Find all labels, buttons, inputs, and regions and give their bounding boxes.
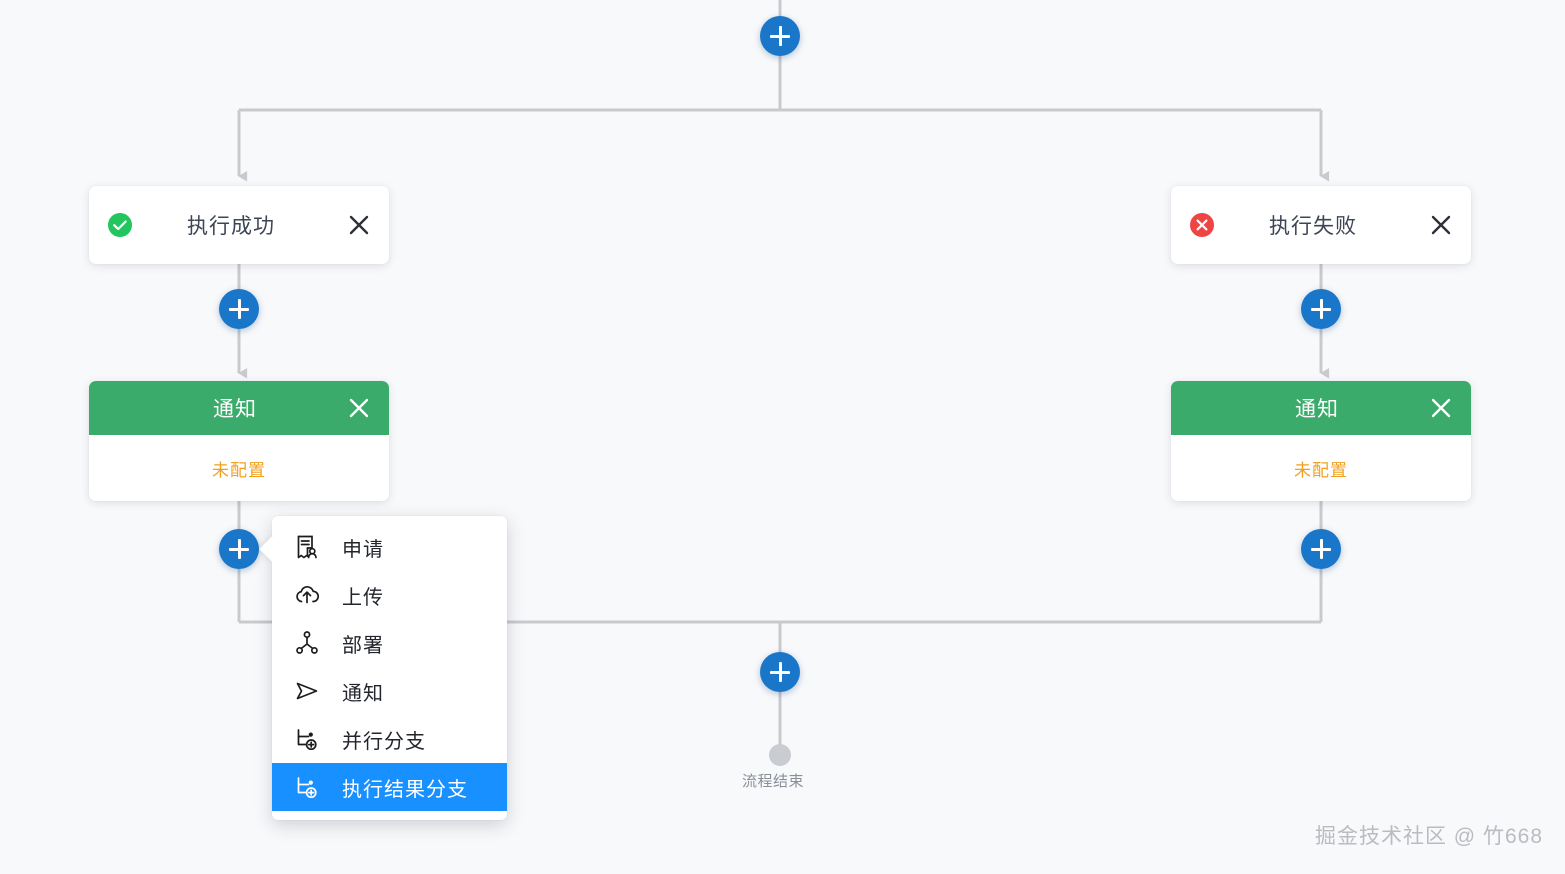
parallel-branch-icon [294,726,320,752]
menu-item-label: 并行分支 [342,730,426,753]
node-body: 未配置 [89,435,389,501]
menu-item-label: 执行结果分支 [342,778,468,801]
menu-item-parallel-branch[interactable]: 并行分支 [272,715,507,763]
node-header: 通知 [1171,381,1471,435]
menu-item-label: 部署 [342,634,384,657]
check-circle-icon [107,212,133,238]
close-icon[interactable] [337,386,381,430]
node-title: 通知 [1295,398,1339,421]
error-circle-icon [1189,212,1215,238]
node-execution-failure[interactable]: 执行失败 [1171,186,1471,264]
node-title: 通知 [213,398,257,421]
status-badge: 未配置 [212,460,266,480]
cloud-upload-icon [294,582,320,608]
node-notify-left[interactable]: 通知 未配置 [89,381,389,501]
add-node-left-upper-button[interactable] [219,289,259,329]
menu-item-result-branch[interactable]: 执行结果分支 [272,763,507,811]
node-notify-right[interactable]: 通知 未配置 [1171,381,1471,501]
node-execution-success[interactable]: 执行成功 [89,186,389,264]
node-title: 执行成功 [187,215,275,238]
menu-item-deploy[interactable]: 部署 [272,619,507,667]
end-node-label: 流程结束 [742,773,805,790]
add-node-right-lower-button[interactable] [1301,529,1341,569]
node-body: 未配置 [1171,435,1471,501]
watermark-text: 掘金技术社区 @ 竹668 [1314,825,1543,848]
add-node-top-button[interactable] [760,16,800,56]
menu-item-notify[interactable]: 通知 [272,667,507,715]
menu-item-apply[interactable]: 申请 [272,523,507,571]
node-header: 通知 [89,381,389,435]
document-person-icon [294,534,320,560]
menu-item-label: 申请 [342,538,384,561]
node-title: 执行失败 [1269,215,1357,238]
send-plane-icon [294,678,320,704]
menu-item-label: 上传 [342,586,384,609]
add-node-bottom-button[interactable] [760,652,800,692]
add-node-left-lower-button[interactable] [219,529,259,569]
result-branch-icon [294,774,320,800]
close-icon[interactable] [1419,386,1463,430]
add-node-menu[interactable]: 申请 上传 部署 [259,516,507,820]
close-icon[interactable] [1419,203,1463,247]
deploy-network-icon [294,630,320,656]
end-node-dot [769,744,791,766]
add-node-right-upper-button[interactable] [1301,289,1341,329]
menu-item-label: 通知 [342,682,384,705]
menu-item-upload[interactable]: 上传 [272,571,507,619]
status-badge: 未配置 [1294,460,1348,480]
close-icon[interactable] [337,203,381,247]
